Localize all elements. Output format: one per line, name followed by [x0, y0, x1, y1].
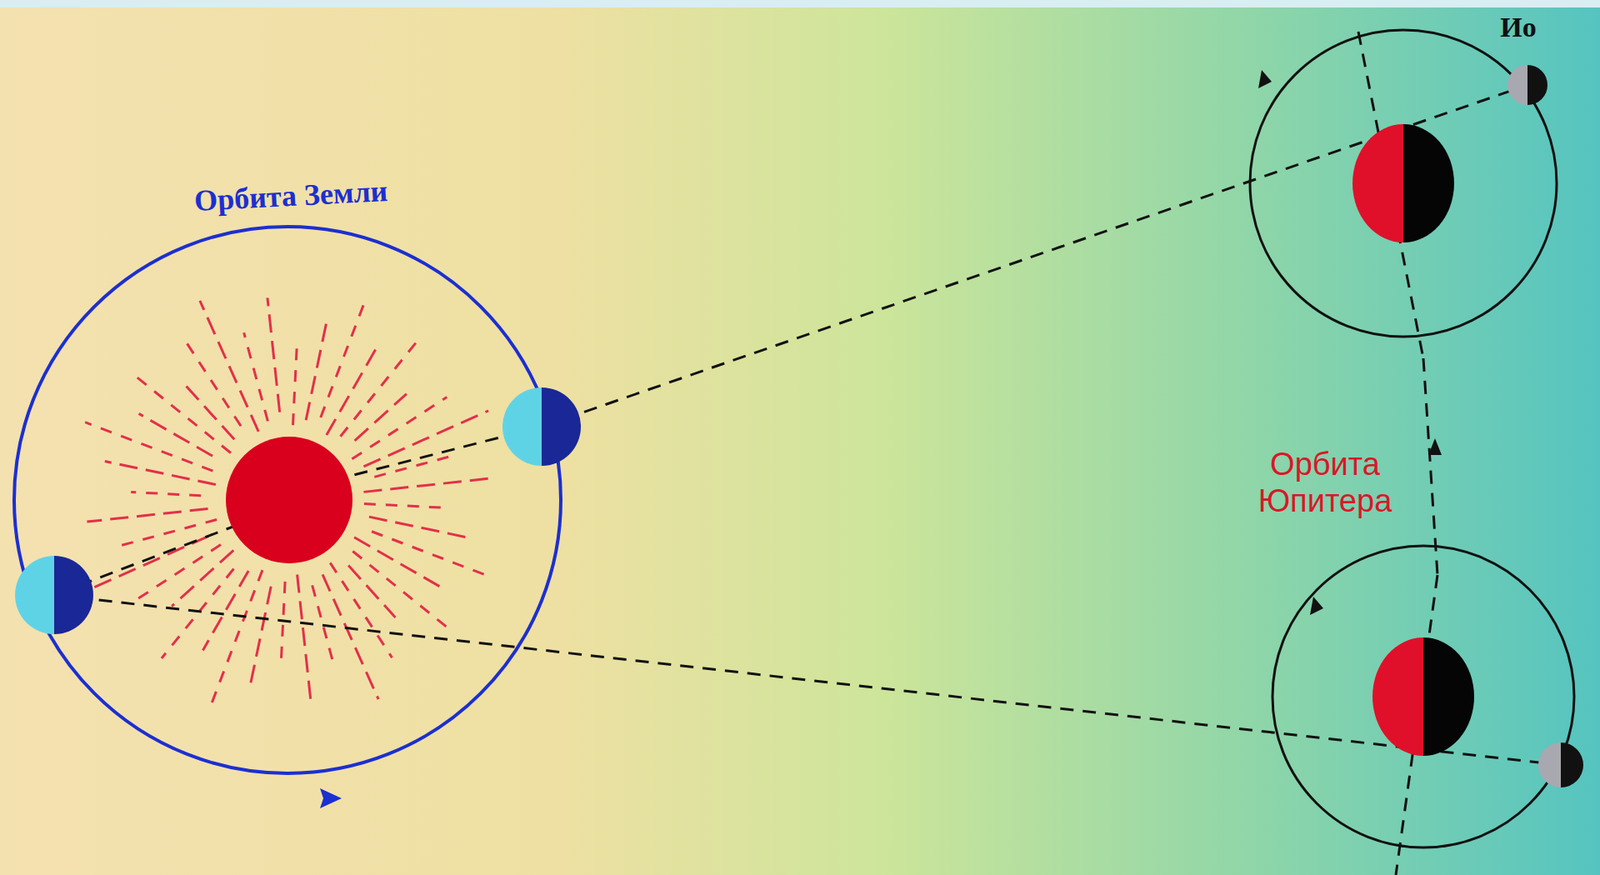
sun-ray: [363, 478, 491, 492]
sun-ray: [364, 503, 448, 508]
sun-ray: [369, 516, 474, 539]
sun-ray: [371, 531, 494, 579]
orbit-label: Орбита Юпитера: [1229, 446, 1421, 520]
moon-name: Ио: [1500, 10, 1536, 44]
sun-rays: [85, 295, 494, 705]
sun-ray: [85, 422, 213, 471]
sun-ray: [211, 570, 263, 705]
orbit-arrow: [1428, 438, 1442, 455]
earth-dark: [541, 387, 581, 466]
sun-ray: [183, 382, 235, 440]
top-strip: [0, 0, 1600, 8]
sun-ray: [200, 300, 259, 432]
earth: [15, 555, 94, 635]
sun-ray: [292, 341, 297, 425]
sun-ray: [352, 550, 448, 628]
earth-io-line: [54, 595, 1561, 765]
sun: [225, 436, 353, 564]
sun-ray: [105, 461, 216, 485]
orbit-arrow: [1258, 70, 1272, 89]
io-orbit: [1272, 545, 1575, 848]
sun-ray: [320, 295, 368, 418]
sun-ray: [305, 315, 328, 420]
sun-ray: [340, 341, 417, 437]
sun-ray: [267, 297, 280, 412]
io-moon-lit: [1507, 65, 1528, 105]
sun-ray: [244, 332, 269, 421]
bodies: [15, 65, 1584, 788]
io-moon: [1538, 742, 1584, 788]
sun-ray: [348, 565, 395, 618]
sun-ray: [363, 410, 489, 467]
sun-ray: [326, 350, 376, 435]
sun-ray: [139, 413, 213, 456]
sun-ray: [322, 574, 379, 700]
sun-ray: [202, 570, 249, 650]
earth-orbit: [14, 226, 561, 774]
sight-lines: [14, 30, 1575, 875]
jupiter-orbit: [1423, 358, 1438, 575]
io-moon-dark: [1560, 742, 1584, 788]
sun-ray: [131, 545, 221, 604]
sun-ray: [130, 372, 231, 454]
sun-ray: [185, 342, 241, 426]
jupiter-dark: [1423, 637, 1475, 756]
earth-lit: [502, 387, 542, 466]
earth: [502, 387, 581, 466]
earth-dark: [54, 555, 94, 635]
sun-ray: [171, 550, 234, 606]
orbit-arrow: [1310, 596, 1324, 615]
jupiter-dark: [1403, 124, 1455, 243]
sun-ray: [86, 508, 208, 522]
sun-ray: [355, 394, 407, 441]
jupiter-lit: [1372, 637, 1424, 756]
sun-ray: [130, 492, 201, 496]
jupiter: [1372, 637, 1475, 756]
io-moon-dark: [1527, 65, 1548, 105]
sun-ray: [250, 586, 272, 685]
jupiter: [1352, 124, 1455, 243]
io-moon: [1507, 65, 1548, 105]
earth-lit: [15, 555, 55, 635]
io-moon-lit: [1538, 742, 1561, 788]
sun-ray: [121, 519, 217, 545]
sun-ray: [354, 537, 440, 587]
earth-io-line: [541, 85, 1528, 427]
orbit-arrow: [320, 788, 342, 809]
io-orbit: [1250, 30, 1557, 337]
sun-ray: [297, 574, 311, 702]
jupiter-lit: [1352, 124, 1404, 243]
